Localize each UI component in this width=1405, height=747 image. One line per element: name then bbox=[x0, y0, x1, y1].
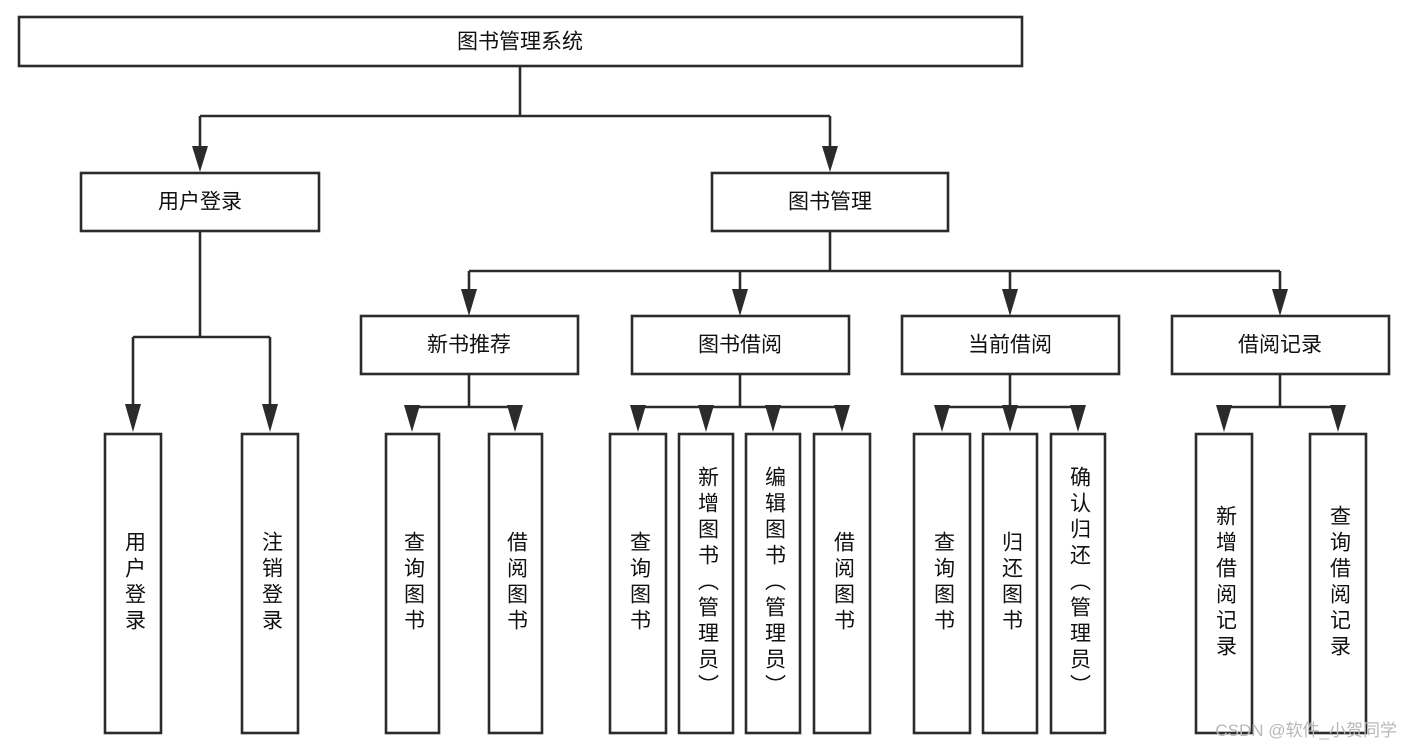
connector-group-root bbox=[192, 66, 838, 172]
leaf-node-nbr-query-book[interactable]: 查询图书 bbox=[384, 432, 441, 735]
node-borrow-record[interactable]: 借阅记录 bbox=[1170, 314, 1391, 376]
arrow-book-manage bbox=[822, 146, 838, 172]
leaf-cb-return-book-label: 归还图书 bbox=[999, 531, 1023, 635]
leaf-br-query-record-label: 查询借阅记录 bbox=[1327, 505, 1351, 661]
leaf-node-bb-query-book[interactable]: 查询图书 bbox=[608, 432, 668, 735]
leaf-bb-query-book-label: 查询图书 bbox=[627, 531, 651, 635]
node-user-login-label: 用户登录 bbox=[158, 191, 242, 214]
arrow-leaf-bb-4 bbox=[834, 405, 850, 432]
leaf-node-bb-add-book[interactable]: 新增图书（管理员） bbox=[677, 432, 735, 735]
leaf-bb-borrow-book-label: 借阅图书 bbox=[831, 531, 855, 635]
arrow-borrow-record bbox=[1272, 289, 1288, 316]
node-borrow-record-box[interactable] bbox=[1170, 314, 1391, 376]
leaf-bb-query-book-box[interactable] bbox=[608, 432, 668, 735]
leaf-nbr-borrow-book-label: 借阅图书 bbox=[504, 531, 528, 635]
arrow-leaf-cb-2 bbox=[1002, 405, 1018, 432]
node-borrow-record-label: 借阅记录 bbox=[1238, 334, 1322, 357]
node-book-borrow[interactable]: 图书借阅 bbox=[630, 314, 851, 376]
arrow-leaf-nbr-2 bbox=[507, 405, 523, 432]
leaf-cb-query-book-box[interactable] bbox=[912, 432, 972, 735]
connector-group-current-borrow bbox=[934, 374, 1086, 432]
node-book-manage-box[interactable] bbox=[710, 171, 950, 233]
connector-group-book-borrow bbox=[630, 374, 850, 432]
leaf-logout-label: 注销登录 bbox=[259, 531, 283, 635]
connector-group-borrow-record bbox=[1216, 374, 1346, 432]
leaf-node-cb-return-book[interactable]: 归还图书 bbox=[981, 432, 1039, 735]
node-book-borrow-box[interactable] bbox=[630, 314, 851, 376]
leaf-node-br-query-record[interactable]: 查询借阅记录 bbox=[1308, 432, 1368, 735]
leaf-br-add-record-box[interactable] bbox=[1194, 432, 1254, 735]
arrow-leaf-cb-1 bbox=[934, 405, 950, 432]
leaf-node-cb-confirm-return[interactable]: 确认归还（管理员） bbox=[1049, 432, 1107, 735]
connector-group-user-login bbox=[125, 231, 278, 432]
leaf-user-login-box[interactable] bbox=[103, 432, 163, 735]
node-new-book-recommend-box[interactable] bbox=[359, 314, 580, 376]
arrow-book-borrow bbox=[732, 289, 748, 316]
arrow-leaf-br-2 bbox=[1330, 405, 1346, 432]
arrow-leaf-cb-3 bbox=[1070, 405, 1086, 432]
node-root-box[interactable] bbox=[17, 15, 1024, 68]
leaf-bb-add-book-label: 新增图书（管理员） bbox=[695, 466, 719, 700]
node-user-login-box[interactable] bbox=[79, 171, 321, 233]
leaf-user-login-label: 用户登录 bbox=[122, 531, 146, 635]
node-new-book-recommend[interactable]: 新书推荐 bbox=[359, 314, 580, 376]
leaf-node-br-add-record[interactable]: 新增借阅记录 bbox=[1194, 432, 1254, 735]
leaf-node-user-login-action[interactable]: 用户登录 bbox=[103, 432, 163, 735]
node-current-borrow-box[interactable] bbox=[900, 314, 1121, 376]
node-root-label: 图书管理系统 bbox=[457, 31, 583, 54]
leaf-node-logout[interactable]: 注销登录 bbox=[240, 432, 300, 735]
leaf-cb-confirm-return-label: 确认归还（管理员） bbox=[1067, 466, 1091, 700]
arrow-leaf-bb-3 bbox=[765, 405, 781, 432]
leaf-nbr-query-book-box[interactable] bbox=[384, 432, 441, 735]
arrow-leaf-br-1 bbox=[1216, 405, 1232, 432]
leaf-bb-edit-book-box[interactable] bbox=[744, 432, 802, 735]
leaf-nbr-query-book-label: 查询图书 bbox=[401, 531, 425, 635]
leaf-logout-box[interactable] bbox=[240, 432, 300, 735]
arrow-leaf-bb-2 bbox=[698, 405, 714, 432]
node-user-login[interactable]: 用户登录 bbox=[79, 171, 321, 233]
arrow-leaf-bb-1 bbox=[630, 405, 646, 432]
leaf-bb-borrow-book-box[interactable] bbox=[812, 432, 872, 735]
leaf-bb-edit-book-label: 编辑图书（管理员） bbox=[762, 466, 786, 700]
arrow-leaf-nbr-1 bbox=[404, 405, 420, 432]
leaf-node-bb-edit-book[interactable]: 编辑图书（管理员） bbox=[744, 432, 802, 735]
node-book-manage-label: 图书管理 bbox=[788, 191, 872, 214]
leaf-node-cb-query-book[interactable]: 查询图书 bbox=[912, 432, 972, 735]
leaf-cb-return-book-box[interactable] bbox=[981, 432, 1039, 735]
arrow-current-borrow bbox=[1002, 289, 1018, 316]
node-book-manage[interactable]: 图书管理 bbox=[710, 171, 950, 233]
leaf-cb-confirm-return-box[interactable] bbox=[1049, 432, 1107, 735]
arrow-leaf-user-login bbox=[125, 404, 141, 432]
node-root[interactable]: 图书管理系统 bbox=[17, 15, 1024, 68]
leaf-bb-add-book-box[interactable] bbox=[677, 432, 735, 735]
connector-group-book-manage bbox=[461, 231, 1288, 316]
node-current-borrow[interactable]: 当前借阅 bbox=[900, 314, 1121, 376]
leaf-node-bb-borrow-book[interactable]: 借阅图书 bbox=[812, 432, 872, 735]
arrow-user-login bbox=[192, 146, 208, 172]
node-current-borrow-label: 当前借阅 bbox=[968, 334, 1052, 357]
leaf-cb-query-book-label: 查询图书 bbox=[931, 531, 955, 635]
leaf-node-nbr-borrow-book[interactable]: 借阅图书 bbox=[487, 432, 544, 735]
node-book-borrow-label: 图书借阅 bbox=[698, 334, 782, 357]
leaf-nbr-borrow-book-box[interactable] bbox=[487, 432, 544, 735]
leaf-br-add-record-label: 新增借阅记录 bbox=[1213, 505, 1237, 661]
leaf-br-query-record-box[interactable] bbox=[1308, 432, 1368, 735]
arrow-new-book-recommend bbox=[461, 289, 477, 316]
node-new-book-recommend-label: 新书推荐 bbox=[427, 334, 511, 357]
connector-group-new-book-recommend bbox=[404, 374, 523, 432]
arrow-leaf-logout bbox=[262, 404, 278, 432]
